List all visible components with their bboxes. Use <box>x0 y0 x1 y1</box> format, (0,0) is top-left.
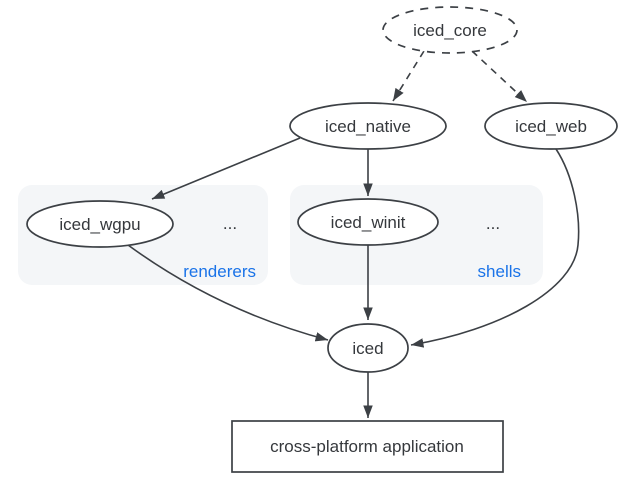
node-iced-core: iced_core <box>382 6 518 54</box>
iced-ellipse <box>327 323 409 373</box>
iced-wgpu-ellipse <box>26 200 174 248</box>
node-iced-winit: iced_winit <box>297 198 439 246</box>
shells-ellipsis: ... <box>486 214 500 233</box>
node-application: cross-platform application <box>231 420 504 473</box>
edge-iced-core-to-iced-native <box>392 50 425 102</box>
iced-native-label: iced_native <box>325 117 411 136</box>
edge-iced-native-to-iced-wgpu <box>151 137 301 200</box>
iced-native-ellipse <box>289 102 447 150</box>
edge-iced-wgpu-to-iced <box>127 244 329 342</box>
iced-label: iced <box>352 339 383 358</box>
node-iced-web: iced_web <box>484 102 618 150</box>
application-label: cross-platform application <box>270 437 464 456</box>
iced-winit-ellipse <box>297 198 439 246</box>
node-iced: iced <box>327 323 409 373</box>
shells-group-label: shells <box>478 262 521 281</box>
iced-core-label: iced_core <box>413 21 487 40</box>
renderers-ellipsis: ... <box>223 214 237 233</box>
node-iced-native: iced_native <box>289 102 447 150</box>
application-rect <box>231 420 504 473</box>
iced-web-ellipse <box>484 102 618 150</box>
iced-winit-label: iced_winit <box>331 213 406 232</box>
iced-web-label: iced_web <box>515 117 587 136</box>
iced-core-ellipse <box>382 6 518 54</box>
edge-iced-core-to-iced-web <box>471 50 528 103</box>
iced-wgpu-label: iced_wgpu <box>59 215 140 234</box>
node-iced-wgpu: iced_wgpu <box>26 200 174 248</box>
edge-iced-web-to-iced <box>410 148 580 348</box>
renderers-group-label: renderers <box>183 262 256 281</box>
